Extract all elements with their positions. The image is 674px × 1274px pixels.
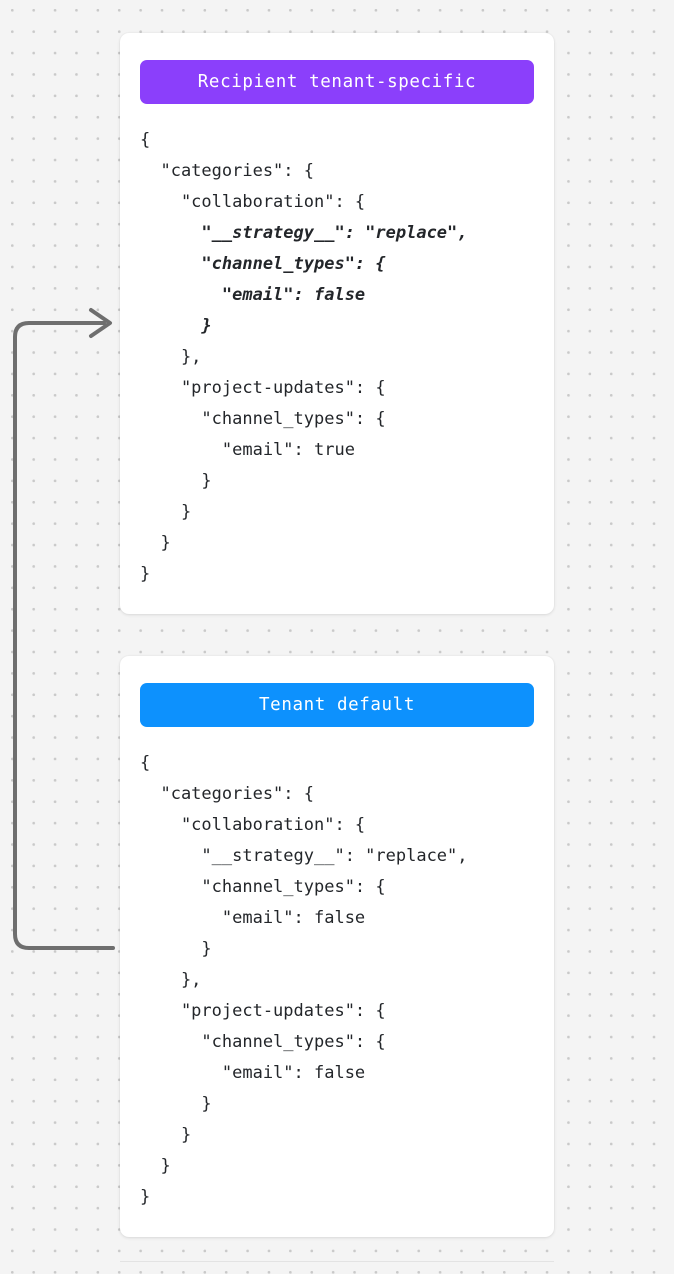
code-line: "__strategy__": "replace", xyxy=(140,846,468,866)
code-line: { xyxy=(140,753,151,773)
code-line: } xyxy=(140,471,212,491)
code-line: "categories": { xyxy=(140,161,314,181)
code-line: } xyxy=(140,316,212,336)
badge-tenant-default: Tenant default xyxy=(140,683,534,727)
code-line: "__strategy__": "replace", xyxy=(140,223,468,243)
code-line: } xyxy=(140,564,151,584)
code-line: "project-updates": { xyxy=(140,1001,386,1021)
code-line: { xyxy=(140,130,151,150)
code-line: } xyxy=(140,1187,151,1207)
code-line: }, xyxy=(140,347,202,367)
code-line: } xyxy=(140,1125,192,1145)
code-line: } xyxy=(140,533,171,553)
code-line: "categories": { xyxy=(140,784,314,804)
code-block-tenant: { "categories": { "collaboration": { "__… xyxy=(140,727,534,1213)
inheritance-arrow xyxy=(13,308,115,950)
badge-recipient-tenant-specific: Recipient tenant-specific xyxy=(140,60,534,104)
code-line: "collaboration": { xyxy=(140,192,366,212)
code-line: } xyxy=(140,939,212,959)
code-line: "email": true xyxy=(140,440,355,460)
code-line: } xyxy=(140,1094,212,1114)
code-line: "channel_types": { xyxy=(140,877,386,897)
code-line: } xyxy=(140,502,192,522)
code-line: }, xyxy=(140,970,202,990)
card-recipient-tenant-specific: Recipient tenant-specific { "categories"… xyxy=(120,33,554,614)
code-line: "email": false xyxy=(140,1063,366,1083)
canvas-bottom-divider xyxy=(120,1261,554,1262)
code-line: "collaboration": { xyxy=(140,815,366,835)
code-line: "email": false xyxy=(140,908,366,928)
code-block-recipient: { "categories": { "collaboration": { "__… xyxy=(140,104,534,590)
code-line: } xyxy=(140,1156,171,1176)
code-line: "channel_types": { xyxy=(140,409,386,429)
code-line: "project-updates": { xyxy=(140,378,386,398)
code-line: "channel_types": { xyxy=(140,254,386,274)
card-tenant-default: Tenant default { "categories": { "collab… xyxy=(120,656,554,1237)
code-line: "email": false xyxy=(140,285,366,305)
code-line: "channel_types": { xyxy=(140,1032,386,1052)
